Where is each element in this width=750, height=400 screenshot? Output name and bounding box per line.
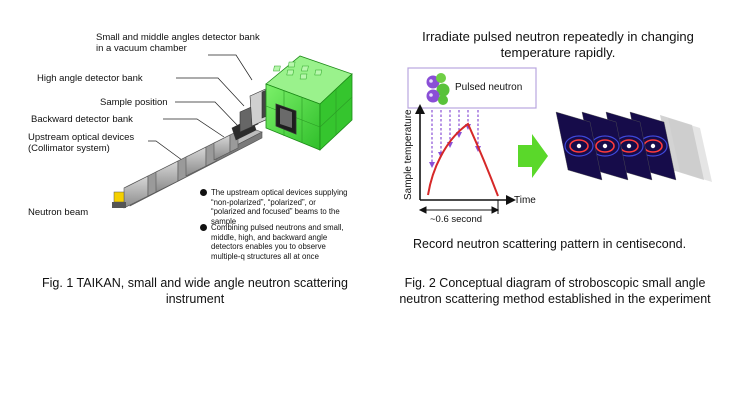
bullet-icon (200, 224, 207, 231)
callout-leaders (148, 54, 253, 164)
label-upstream-optics: Upstream optical devices (Collimator sys… (28, 132, 135, 154)
x-axis-label: Time (514, 195, 536, 206)
sample-stage (231, 85, 277, 141)
temperature-curve (427, 122, 499, 197)
note-upstream-optics: The upstream optical devices supplying “… (200, 188, 350, 226)
neutron-source (112, 191, 126, 208)
scattering-patterns (555, 111, 712, 182)
duration-bracket (418, 200, 500, 214)
pulse-arrowheads (429, 124, 481, 168)
label-sample-position: Sample position (100, 97, 168, 108)
label-neutron-beam: Neutron beam (28, 207, 89, 218)
fig2-heading: Irradiate pulsed neutron repeatedly in c… (422, 29, 694, 60)
y-axis-label: Sample temperature (403, 109, 414, 200)
transition-arrow-icon (518, 134, 548, 178)
pulsed-neutron-label: Pulsed neutron (455, 82, 523, 93)
note-multiple-q: Combining pulsed neutrons and small, mid… (200, 223, 350, 261)
scattering-pattern-1 (555, 111, 603, 181)
fig2-caption: Fig. 2 Conceptual diagram of stroboscopi… (399, 276, 711, 306)
bullet-icon (200, 189, 207, 196)
neutron-pulse-arrows (431, 110, 479, 164)
temperature-axes (415, 104, 516, 205)
neutron-cluster-icon (426, 73, 450, 105)
fig2-footer: Record neutron scattering pattern in cen… (413, 237, 687, 251)
fig1-caption: Fig. 1 TAIKAN, small and wide angle neut… (42, 276, 348, 306)
vacuum-chamber (265, 55, 353, 151)
duration-label: ~0.6 second (430, 214, 483, 225)
label-backward-bank: Backward detector bank (31, 114, 133, 125)
label-small-middle-angle-bank: Small and middle angles detector bank in… (96, 32, 260, 54)
label-high-angle-bank: High angle detector bank (37, 73, 143, 84)
